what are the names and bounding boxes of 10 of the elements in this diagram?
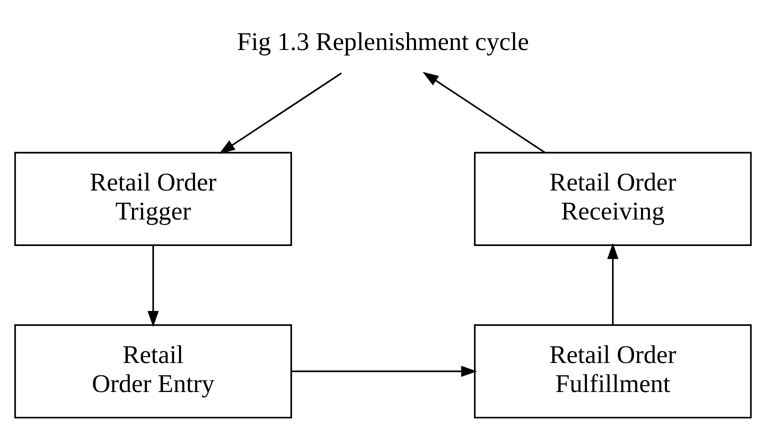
- arrow: [607, 242, 618, 324]
- node-box: Retail Order Trigger: [14, 151, 292, 246]
- arrow: [219, 72, 342, 154]
- arrow: [148, 244, 159, 327]
- node-box: Retail Order Entry: [14, 324, 292, 418]
- node-box: Retail Order Receiving: [474, 151, 752, 246]
- node-text: Fig 1.3 Replenishment cycle: [237, 26, 529, 56]
- arrow: [422, 71, 546, 153]
- node-box: Retail Order Fulfillment: [474, 324, 752, 418]
- arrow: [291, 365, 478, 376]
